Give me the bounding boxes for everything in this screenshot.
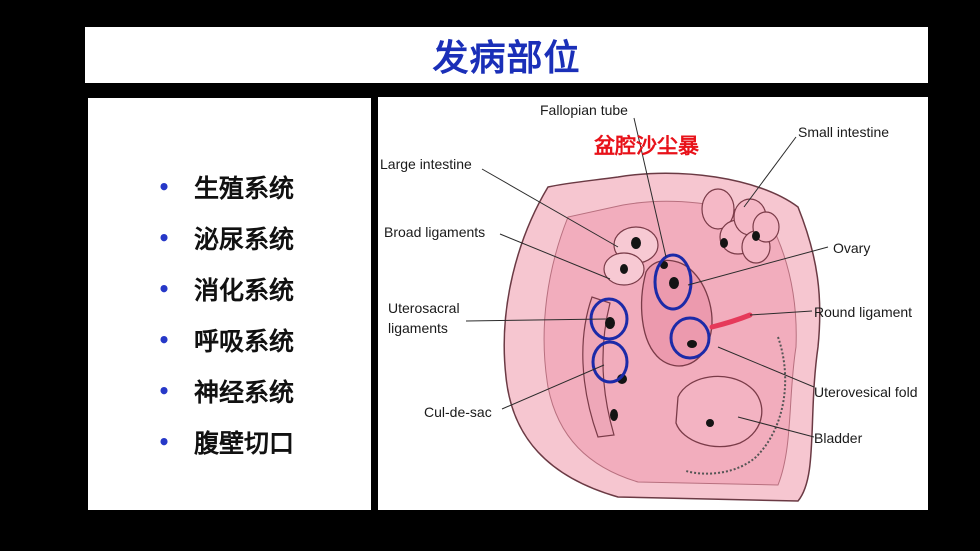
label-round-ligament: Round ligament xyxy=(814,304,912,320)
highlight-circles xyxy=(589,253,711,384)
bullet-icon: • xyxy=(157,327,171,352)
list-item-label: 生殖系统 xyxy=(194,173,295,203)
slide-title: 发病部位 xyxy=(432,38,581,79)
title-bar: 发病部位 xyxy=(85,27,928,83)
list-item: • 神经系统 xyxy=(88,365,371,416)
list-item: • 呼吸系统 xyxy=(88,314,371,365)
round-ligament-shape xyxy=(709,312,753,330)
list-item: • 消化系统 xyxy=(88,263,371,314)
label-ovary: Ovary xyxy=(833,240,870,256)
list-item-label: 神经系统 xyxy=(194,377,295,407)
label-fallopian-tube: Fallopian tube xyxy=(540,102,628,118)
list-item: • 生殖系统 xyxy=(88,161,371,212)
bladder-shape xyxy=(675,375,763,448)
label-uterosacral-line1: Uterosacral xyxy=(388,300,460,316)
lesion-spots xyxy=(605,231,760,427)
label-uterosacral-line2: ligaments xyxy=(388,320,448,336)
label-broad-ligaments: Broad ligaments xyxy=(384,224,485,240)
label-uterovesical-fold: Uterovesical fold xyxy=(814,384,918,400)
site-list: • 生殖系统 • 泌尿系统 • 消化系统 • 呼吸系统 • 神经系统 • 腹壁切口 xyxy=(88,161,371,467)
bullet-icon: • xyxy=(157,225,171,250)
leader-lines xyxy=(465,117,829,438)
list-item-label: 呼吸系统 xyxy=(194,326,295,356)
label-cul-de-sac: Cul-de-sac xyxy=(424,404,492,420)
pelvic-anatomy-diagram: Fallopian tube Small intestine Large int… xyxy=(378,97,928,510)
bullet-icon: • xyxy=(157,429,171,454)
list-item-label: 泌尿系统 xyxy=(194,224,295,254)
bullet-icon: • xyxy=(157,378,171,403)
label-small-intestine: Small intestine xyxy=(798,124,889,140)
bullet-icon: • xyxy=(157,174,171,199)
list-item-label: 消化系统 xyxy=(194,275,295,305)
label-large-intestine: Large intestine xyxy=(380,156,472,172)
site-list-panel: • 生殖系统 • 泌尿系统 • 消化系统 • 呼吸系统 • 神经系统 • 腹壁切口 xyxy=(88,98,371,510)
list-item-label: 腹壁切口 xyxy=(194,428,295,458)
list-item: • 泌尿系统 xyxy=(88,212,371,263)
label-bladder: Bladder xyxy=(814,430,863,446)
anatomy-illustration: Fallopian tube Small intestine Large int… xyxy=(380,102,918,502)
bullet-icon: • xyxy=(157,276,171,301)
highlight-label: 盆腔沙尘暴 xyxy=(594,134,700,158)
list-item: • 腹壁切口 xyxy=(88,416,371,467)
pubic-hair-texture xyxy=(685,336,787,475)
